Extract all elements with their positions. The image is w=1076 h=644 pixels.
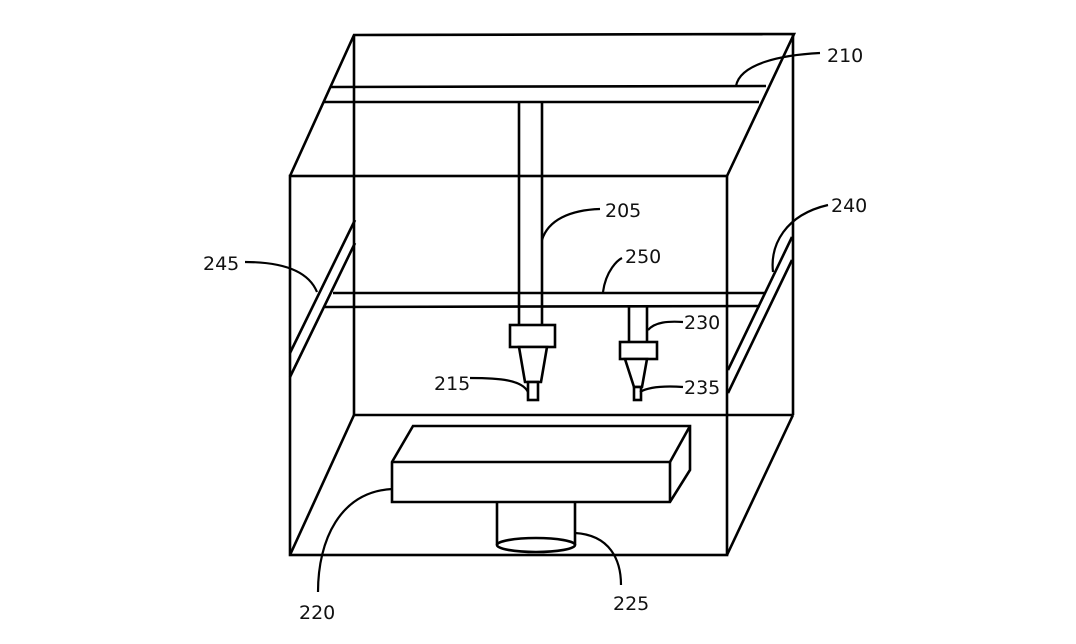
carriage-column <box>508 102 557 402</box>
second-column <box>618 307 659 402</box>
enclosure-frame <box>288 32 797 556</box>
label-250: 250 <box>625 246 661 268</box>
label-225: 225 <box>613 593 649 615</box>
leader-lines <box>244 51 829 593</box>
cross-rail <box>324 291 765 309</box>
top-rail <box>323 84 767 104</box>
left-side-rail <box>288 219 357 378</box>
label-215: 215 <box>434 373 470 395</box>
label-240: 240 <box>831 195 867 217</box>
label-205: 205 <box>605 200 641 222</box>
enclosure-front <box>288 174 729 557</box>
label-220: 220 <box>299 602 335 624</box>
build-platform <box>390 424 692 504</box>
label-230: 230 <box>684 312 720 334</box>
label-245: 245 <box>203 253 239 275</box>
platform-support <box>495 503 577 554</box>
label-235: 235 <box>684 377 720 399</box>
label-210: 210 <box>827 45 863 67</box>
right-side-rail <box>726 236 794 394</box>
